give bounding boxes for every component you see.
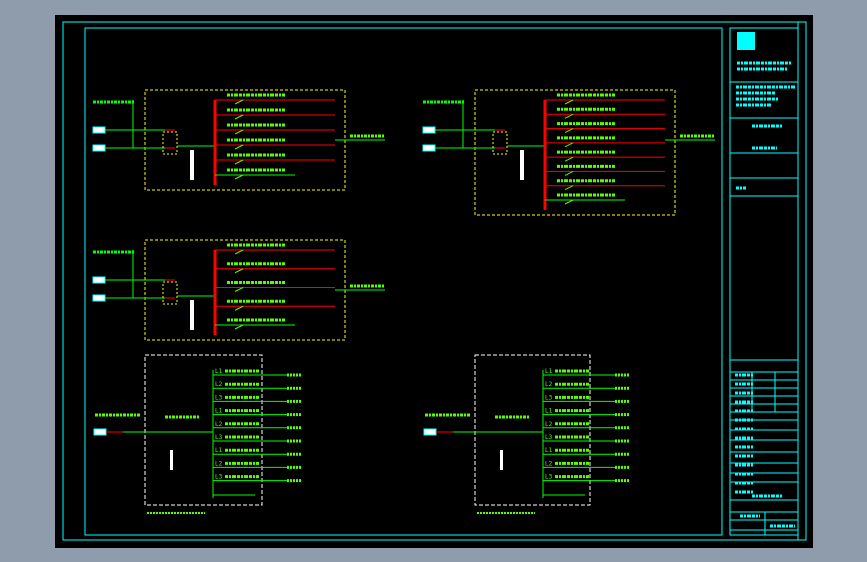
phase-label: L1 [215, 368, 223, 375]
panel-enclosure [144, 354, 263, 506]
phase-label: L3 [215, 394, 223, 401]
breaker-icon [234, 174, 244, 180]
phase-label: L2 [215, 460, 223, 467]
breaker-icon [564, 156, 574, 162]
power-source-terminal [422, 126, 436, 134]
ground-symbol [520, 150, 524, 180]
phase-label: L1 [545, 368, 553, 375]
breaker-icon [234, 305, 244, 311]
phase-label: L1 [545, 408, 553, 415]
phase-label: L1 [215, 408, 223, 415]
power-source-terminal [423, 428, 437, 436]
breaker-icon [234, 159, 244, 165]
breaker-icon [234, 287, 244, 292]
breaker-icon [564, 142, 574, 148]
phase-label: L3 [545, 394, 553, 401]
phase-label: L2 [545, 421, 553, 428]
breaker-icon [564, 113, 574, 119]
power-source-terminal [422, 144, 436, 152]
phase-label: L3 [545, 434, 553, 441]
breaker-icon [234, 99, 244, 105]
ground-symbol [170, 450, 173, 470]
breaker-icon [564, 99, 574, 105]
phase-label: L3 [215, 434, 223, 441]
phase-label: L3 [545, 474, 553, 481]
breaker-icon [234, 144, 244, 150]
phase-label: L2 [545, 381, 553, 388]
breaker-icon [564, 185, 574, 191]
phase-label: L2 [215, 381, 223, 388]
phase-label: L1 [215, 447, 223, 454]
ats-switch [162, 131, 178, 155]
phase-label: L1 [545, 447, 553, 454]
power-source-terminal [92, 294, 106, 302]
power-source-terminal [92, 276, 106, 284]
phase-label: L3 [215, 474, 223, 481]
breaker-icon [234, 268, 244, 274]
phase-label: L2 [215, 421, 223, 428]
breaker-icon [234, 129, 244, 135]
power-source-terminal [92, 126, 106, 134]
ground-symbol [500, 450, 503, 470]
panel-2 [422, 89, 715, 216]
power-source-terminal [93, 428, 107, 436]
panel-enclosure [474, 89, 676, 216]
panel-3 [92, 239, 385, 341]
drawing-frame [84, 27, 723, 536]
ground-symbol [190, 150, 194, 180]
power-source-terminal [92, 144, 106, 152]
outer-border [62, 21, 807, 541]
company-logo [737, 32, 755, 50]
breaker-icon [234, 324, 244, 330]
ats-switch [162, 281, 178, 305]
breaker-icon [234, 249, 244, 255]
breaker-icon [564, 170, 574, 176]
ground-symbol [190, 300, 194, 330]
breaker-icon [564, 128, 574, 134]
breaker-icon [234, 114, 244, 120]
ats-switch [492, 131, 508, 155]
panel-enclosure [474, 354, 591, 506]
breaker-icon [564, 199, 574, 205]
panel-1 [92, 89, 385, 191]
phase-label: L2 [545, 460, 553, 467]
